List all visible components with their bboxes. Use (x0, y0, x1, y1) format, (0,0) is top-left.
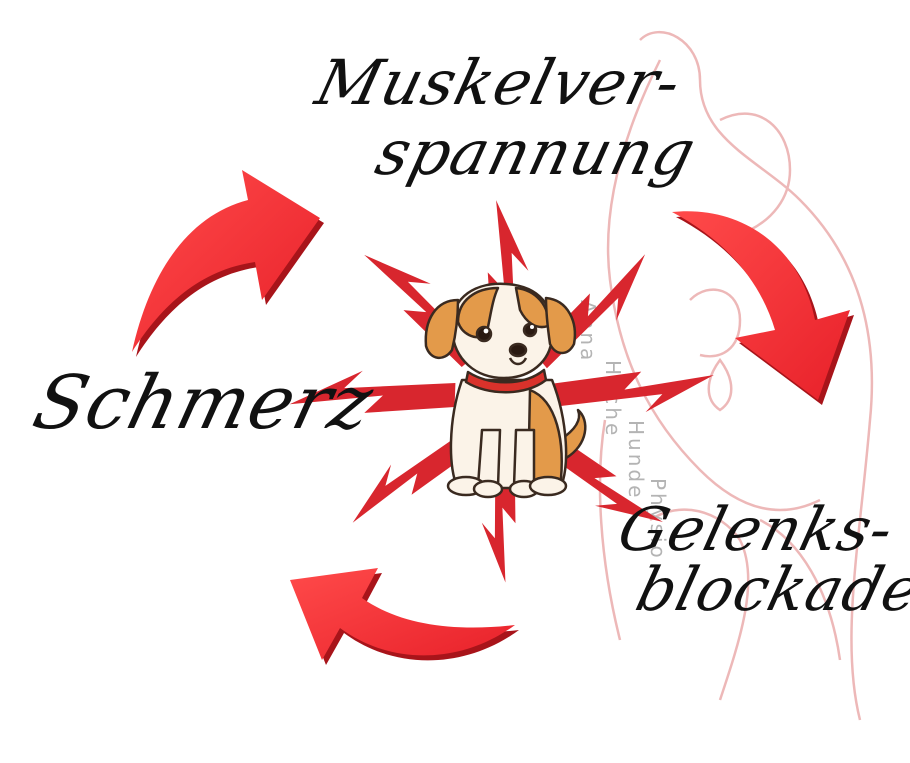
arrow-icon-schmerz-to-muskel (132, 170, 324, 357)
node-label-gelenk-line1: Gelenks- (611, 495, 901, 565)
node-label-gelenk-line2: blockade (629, 555, 910, 625)
node-label-schmerz: Schmerz (25, 360, 382, 446)
node-label-muskel-line1: Muskelver- (309, 46, 689, 119)
cycle-arrows (132, 170, 854, 665)
lightning-icon-right (554, 369, 716, 416)
arrow-icon-muskel-to-gelenk (672, 211, 854, 405)
node-label-muskel-line2: spannung (369, 116, 704, 189)
arrow-icon-gelenk-to-schmerz (290, 568, 519, 665)
puppy-icon (424, 282, 587, 499)
